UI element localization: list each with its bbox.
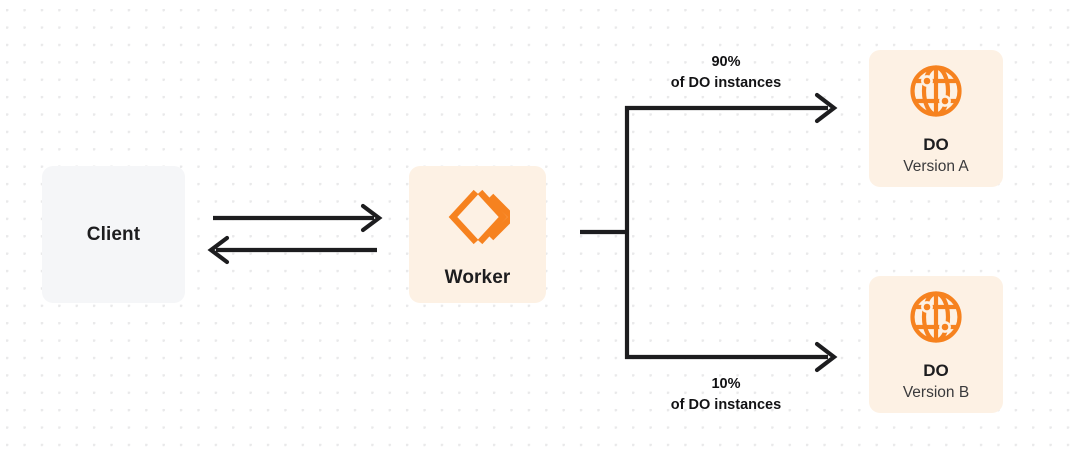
globe-icon (908, 289, 964, 350)
cloudflare-workers-icon (446, 186, 517, 253)
node-do-b-label: DO (923, 361, 949, 381)
node-do-version-a[interactable]: DO Version A (869, 50, 1003, 187)
globe-icon (908, 63, 964, 124)
arrow-worker-to-do-b (625, 341, 838, 373)
arrow-worker-to-do-a (625, 92, 838, 124)
node-client[interactable]: Client (42, 166, 185, 303)
edge-label-do-b-text: of DO instances (670, 397, 782, 414)
edge-label-do-a-text: of DO instances (670, 75, 782, 92)
edge-label-do-b: 10% of DO instances (641, 374, 811, 416)
arrow-client-to-worker (213, 203, 383, 233)
node-do-a-label: DO (923, 135, 949, 155)
edge-label-do-a: 90% of DO instances (641, 52, 811, 94)
node-do-version-b[interactable]: DO Version B (869, 276, 1003, 413)
node-client-label: Client (86, 223, 141, 245)
arrow-worker-to-client (207, 235, 377, 265)
edge-label-do-a-percent: 90% (711, 54, 741, 70)
node-do-b-sublabel: Version B (902, 383, 970, 401)
edge-label-do-b-percent: 10% (711, 376, 741, 392)
node-worker-label: Worker (444, 267, 511, 288)
node-do-a-sublabel: Version A (903, 157, 969, 175)
node-worker[interactable]: Worker (409, 166, 546, 303)
